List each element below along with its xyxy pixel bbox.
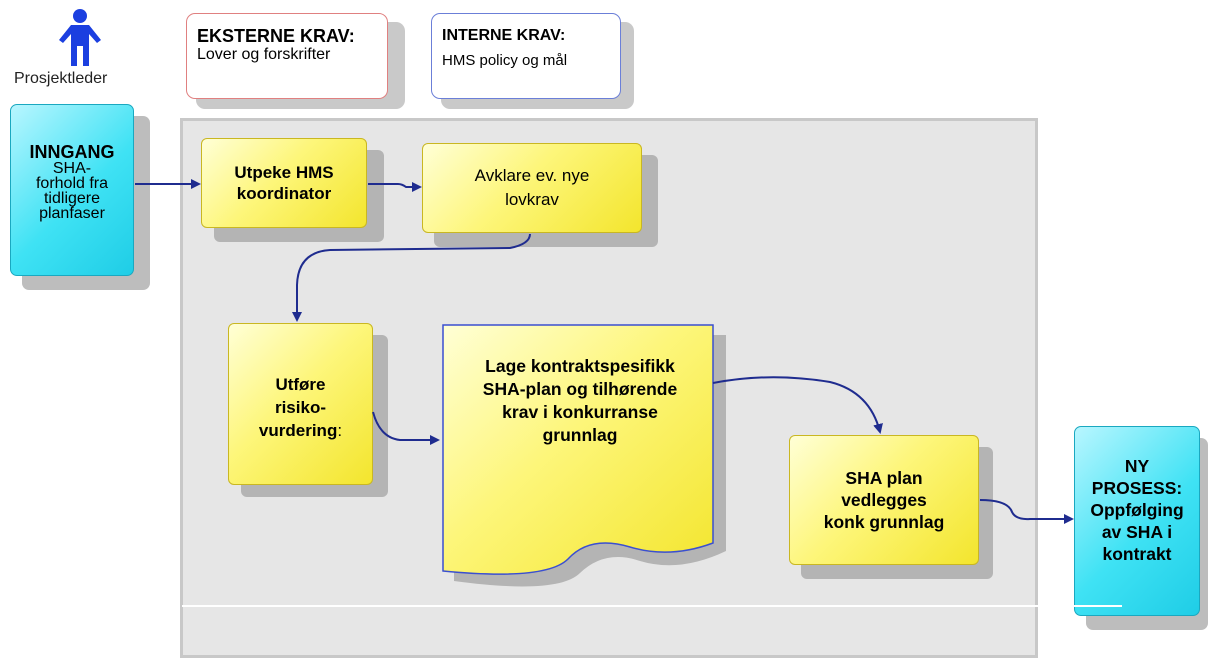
- step-shaplan-box: SHA plan vedlegges konk grunnlag: [789, 435, 979, 565]
- internal-requirements-box: INTERNE KRAV: HMS policy og mål: [431, 13, 621, 99]
- input-line: forhold fra: [35, 175, 109, 192]
- document-text: Lage kontraktspesifikk SHA-plan og tilhø…: [446, 355, 714, 447]
- step-utfore-line: Utføre: [275, 374, 326, 394]
- external-requirements-text: Lover og forskrifter: [197, 46, 331, 63]
- step-avklare-line: Avklare ev. nye: [474, 166, 590, 185]
- step-avklare-box: Avklare ev. nye lovkrav: [422, 143, 642, 233]
- output-line: PROSESS:: [1091, 478, 1183, 498]
- input-title: INNGANG: [29, 142, 115, 162]
- output-line: Oppfølging: [1090, 500, 1184, 520]
- internal-requirements-title: INTERNE KRAV:: [442, 27, 566, 44]
- document-line: krav i konkurranse: [502, 402, 658, 422]
- document-line: grunnlag: [542, 425, 618, 445]
- input-box: INNGANG SHA- forhold fra tidligere planf…: [10, 104, 134, 276]
- step-utfore-line: vurdering: [258, 420, 338, 440]
- document-line: Lage kontraktspesifikk: [485, 356, 675, 376]
- output-line: kontrakt: [1102, 544, 1172, 564]
- step-shaplan-line: vedlegges: [841, 490, 927, 510]
- external-requirements-box: EKSTERNE KRAV: Lover og forskrifter: [186, 13, 388, 99]
- step-utpeke-line: Utpeke HMS: [234, 163, 334, 182]
- connector-utfore-to-document: [372, 411, 440, 445]
- connectors: [135, 179, 1074, 524]
- step-avklare-line: lovkrav: [505, 190, 559, 209]
- actor-label: Prosjektleder: [14, 70, 108, 87]
- internal-requirements-text: HMS policy og mål: [442, 52, 568, 69]
- output-box: NY PROSESS: Oppfølging av SHA i kontrakt: [1074, 426, 1200, 616]
- step-utpeke-line: koordinator: [236, 184, 332, 203]
- step-utpeke-box: Utpeke HMS koordinator: [201, 138, 367, 228]
- input-line: SHA-: [52, 160, 92, 177]
- connector-document-to-shaplan: [712, 376, 883, 434]
- document-shape: [442, 324, 726, 587]
- person-icon: [59, 9, 101, 66]
- connector-shaplan-to-output: [979, 499, 1074, 524]
- connector-utpeke-to-avklare: [368, 182, 422, 192]
- external-requirements-title: EKSTERNE KRAV:: [197, 26, 355, 46]
- step-utfore-line: risiko-: [274, 397, 326, 417]
- output-line: av SHA i: [1101, 522, 1173, 542]
- step-utfore-colon: :: [337, 420, 343, 440]
- input-line: planfaser: [39, 205, 105, 222]
- step-utfore-box: Utføre risiko- vurdering:: [228, 323, 373, 485]
- step-shaplan-line: konk grunnlag: [823, 512, 945, 532]
- output-line: NY: [1124, 456, 1150, 476]
- connector-avklare-to-utfore: [292, 233, 531, 322]
- document-line: SHA-plan og tilhørende: [482, 379, 678, 399]
- step-shaplan-line: SHA plan: [845, 468, 923, 488]
- input-line: tidligere: [43, 190, 101, 207]
